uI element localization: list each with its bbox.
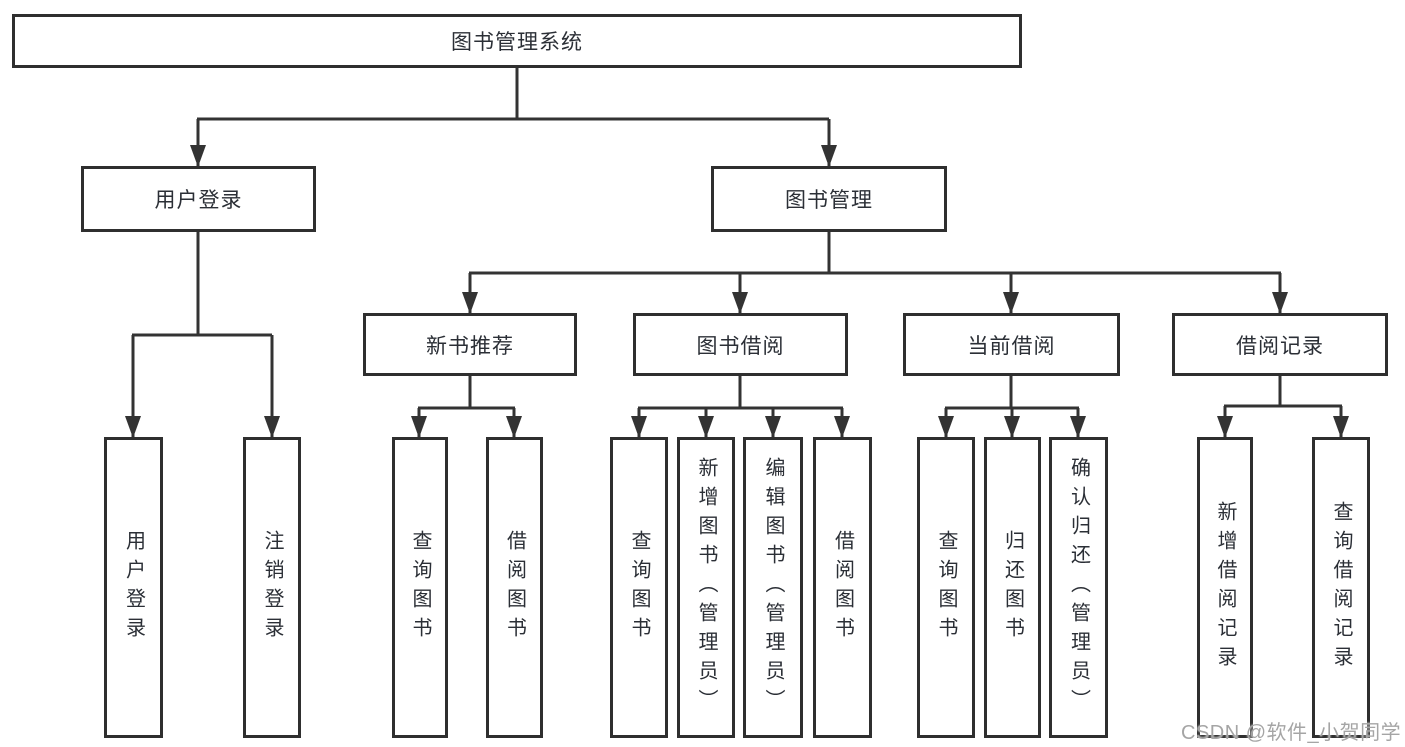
- leaf-cb-confirm-return: 确认归还（管理员）: [1049, 437, 1108, 738]
- leaf-logout: 注销登录: [243, 437, 301, 738]
- leaf-cb-confirm-return-label: 确认归还（管理员）: [1067, 457, 1090, 718]
- node-new-book-recommend-label: 新书推荐: [426, 334, 514, 358]
- leaf-cb-return-books: 归还图书: [984, 437, 1041, 738]
- leaf-br-add-record: 新增借阅记录: [1197, 437, 1253, 738]
- connector-user-login-split: [132, 232, 272, 337]
- leaf-cb-query-books-label: 查询图书: [935, 529, 957, 646]
- connector-book-management-split: [469, 232, 1281, 275]
- node-user-login-label: 用户登录: [154, 189, 243, 212]
- node-root-label: 图书管理系统: [451, 31, 583, 54]
- leaf-nb-query-books: 查询图书: [392, 437, 448, 738]
- node-current-borrow-label: 当前借阅: [967, 334, 1056, 358]
- connector-current-borrow-split: [945, 376, 1079, 410]
- leaf-br-query-record: 查询借阅记录: [1312, 437, 1370, 738]
- leaf-bb-query-books: 查询图书: [610, 437, 668, 738]
- connector-new-book-split: [418, 376, 515, 410]
- leaf-bb-query-books-label: 查询图书: [628, 529, 650, 646]
- node-root-library-system: 图书管理系统: [12, 14, 1022, 68]
- leaf-bb-add-books-label: 新增图书（管理员）: [695, 457, 717, 718]
- leaf-br-query-record-label: 查询借阅记录: [1330, 500, 1352, 675]
- leaf-logout-label: 注销登录: [261, 529, 283, 646]
- node-borrow-records: 借阅记录: [1172, 313, 1388, 376]
- node-borrow-records-label: 借阅记录: [1236, 334, 1324, 358]
- leaf-cb-return-books-label: 归还图书: [1001, 529, 1024, 646]
- csdn-watermark: CSDN @软件_小贺同学: [1181, 722, 1402, 744]
- leaf-bb-edit-books: 编辑图书（管理员）: [743, 437, 803, 738]
- leaf-bb-edit-books-label: 编辑图书（管理员）: [762, 457, 784, 718]
- node-new-book-recommend: 新书推荐: [363, 313, 577, 376]
- node-book-borrow: 图书借阅: [633, 313, 848, 376]
- leaf-user-login: 用户登录: [104, 437, 163, 738]
- leaf-nb-borrow-books-label: 借阅图书: [503, 529, 526, 646]
- leaf-nb-query-books-label: 查询图书: [409, 529, 431, 646]
- leaf-bb-borrow-books: 借阅图书: [813, 437, 872, 738]
- leaf-cb-query-books: 查询图书: [917, 437, 975, 738]
- connector-root-split: [197, 67, 829, 121]
- node-user-login: 用户登录: [81, 166, 316, 232]
- leaf-user-login-label: 用户登录: [122, 529, 145, 646]
- node-book-management-label: 图书管理: [785, 189, 873, 212]
- node-book-management: 图书管理: [711, 166, 947, 232]
- connector-borrow-records-split: [1224, 376, 1342, 408]
- node-book-borrow-label: 图书借阅: [696, 334, 785, 358]
- leaf-bb-borrow-books-label: 借阅图书: [831, 529, 854, 646]
- connector-book-borrow-split: [638, 376, 843, 410]
- leaf-bb-add-books: 新增图书（管理员）: [677, 437, 735, 738]
- leaf-br-add-record-label: 新增借阅记录: [1214, 500, 1236, 675]
- node-current-borrow: 当前借阅: [903, 313, 1120, 376]
- leaf-nb-borrow-books: 借阅图书: [486, 437, 543, 738]
